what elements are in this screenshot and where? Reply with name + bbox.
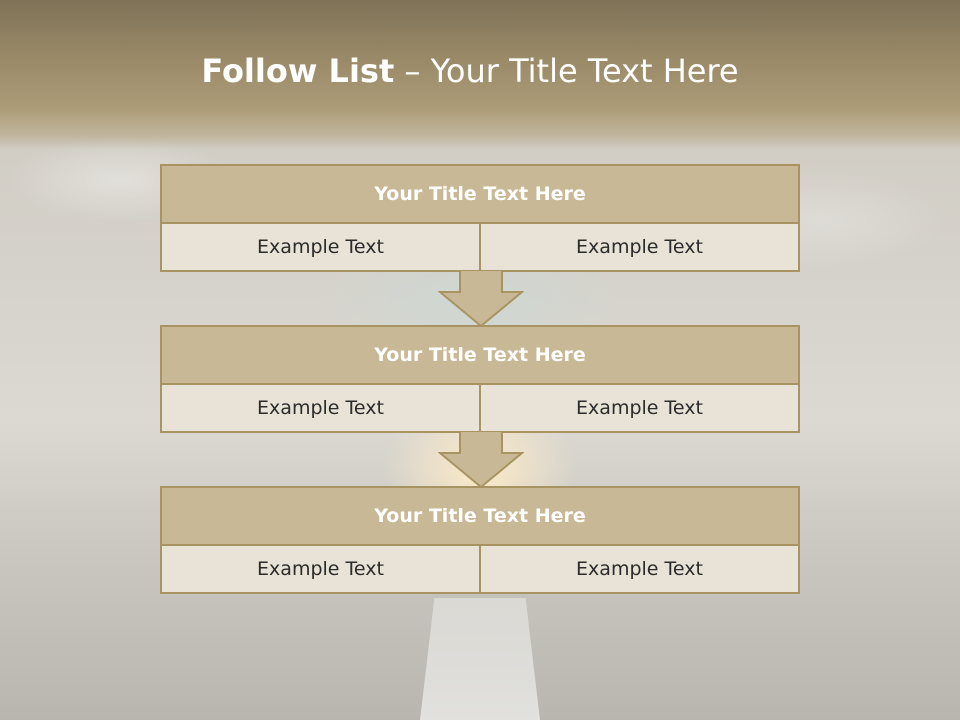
block-cell-right: Example Text — [479, 385, 798, 431]
block-row: Example Text Example Text — [162, 224, 798, 270]
block-cell-left: Example Text — [257, 236, 384, 258]
slide-title: Follow List – Your Title Text Here — [0, 52, 940, 90]
block-title: Your Title Text Here — [162, 327, 798, 385]
block-cell-right: Example Text — [479, 224, 798, 270]
block-row: Example Text Example Text — [162, 385, 798, 431]
down-arrow-icon — [438, 270, 524, 328]
list-block-2: Your Title Text Here Example Text Exampl… — [160, 325, 800, 433]
block-cell-right: Example Text — [479, 546, 798, 592]
block-title: Your Title Text Here — [162, 166, 798, 224]
slide-title-bold: Follow List — [201, 52, 395, 90]
list-block-1: Your Title Text Here Example Text Exampl… — [160, 164, 800, 272]
block-cell-left: Example Text — [257, 558, 384, 580]
header-band — [0, 0, 960, 150]
road-marking — [420, 598, 540, 720]
block-cell-left: Example Text — [257, 397, 384, 419]
slide-title-rest: – Your Title Text Here — [394, 52, 739, 90]
block-title: Your Title Text Here — [162, 488, 798, 546]
block-row: Example Text Example Text — [162, 546, 798, 592]
list-block-3: Your Title Text Here Example Text Exampl… — [160, 486, 800, 594]
down-arrow-icon — [438, 431, 524, 489]
